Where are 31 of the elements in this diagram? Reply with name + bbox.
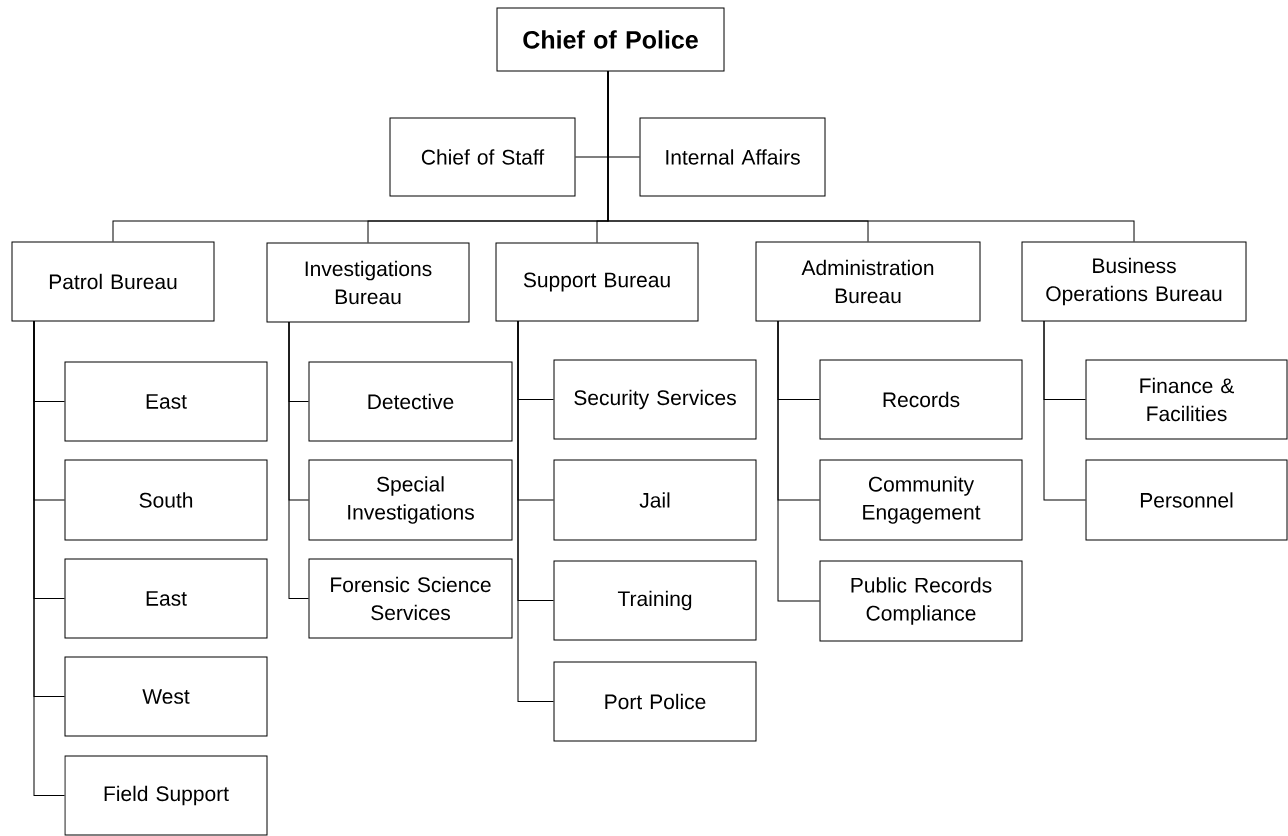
unit-box: Finance & Facilities (1085, 359, 1288, 440)
unit-box: Jail (553, 459, 757, 541)
unit-box: Field Support (64, 755, 268, 836)
bureau-box: Support Bureau (495, 242, 699, 322)
unit-box: Records (819, 359, 1023, 440)
unit-box: Training (553, 560, 757, 641)
connector-line (33, 320, 65, 796)
unit-box: East (64, 361, 268, 442)
unit-box: South (64, 459, 268, 541)
connector-line (777, 320, 820, 602)
title-box: Chief of Police (496, 7, 725, 72)
unit-box: Port Police (553, 661, 757, 742)
unit-box: West (64, 656, 268, 737)
bureau-box: Investigations Bureau (266, 242, 470, 323)
unit-box: Security Services (553, 359, 757, 440)
connector-line (607, 70, 1135, 242)
bureau-box: Patrol Bureau (11, 241, 215, 322)
unit-box: Public Records Compliance (819, 560, 1023, 642)
connector-line (1043, 320, 1086, 501)
unit-box: Personnel (1085, 459, 1288, 541)
unit-box: Special Investigations (308, 459, 513, 541)
staff-box: Internal Affairs (639, 117, 826, 197)
staff-box: Chief of Staff (389, 117, 576, 197)
bureau-box: Administration Bureau (755, 241, 981, 322)
unit-box: East (64, 558, 268, 639)
connector-line (517, 320, 554, 702)
unit-box: Detective (308, 361, 513, 442)
bureau-box: Business Operations Bureau (1021, 241, 1247, 322)
unit-box: Forensic Science Services (308, 558, 513, 639)
connector-line (288, 321, 309, 599)
unit-box: Community Engagement (819, 459, 1023, 541)
